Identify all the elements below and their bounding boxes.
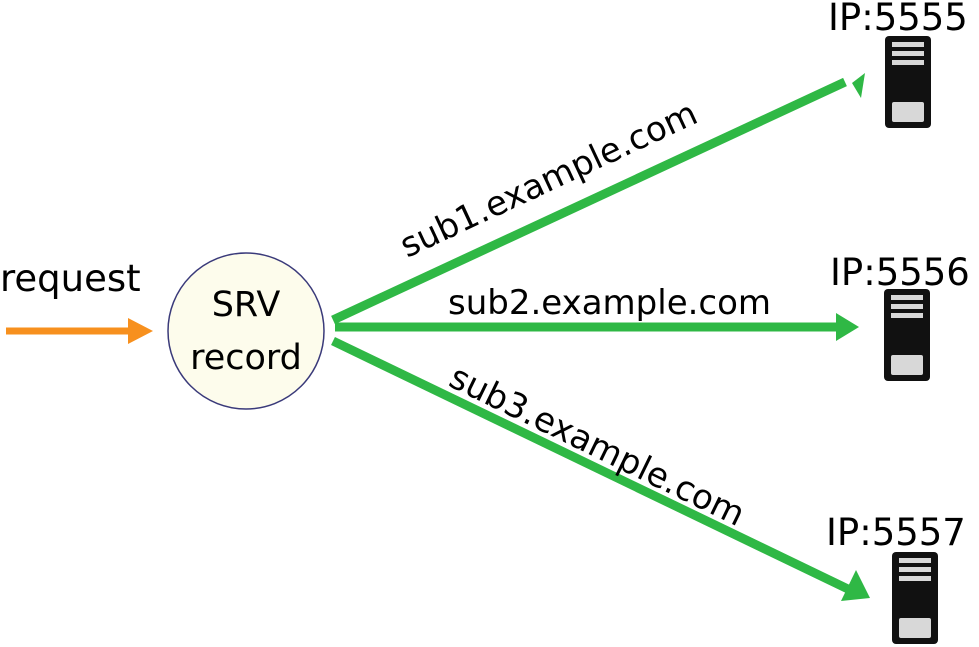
target-label-2: IP:5556 [830,251,970,294]
target-label-3: IP:5557 [826,511,966,554]
server-tower-icon [885,36,931,128]
route-label-1: sub1.example.com [394,93,704,266]
route-arrow-3 [331,336,870,601]
request-label: request [0,257,141,300]
target-label-1: IP:5555 [828,0,968,39]
server-tower-icon [892,552,938,644]
route-label-2: sub2.example.com [448,283,771,323]
srv-record-node: SRV record [167,252,325,410]
route-arrow-2 [335,313,859,341]
route-arrow-1 [331,73,865,325]
server-tower-icon [884,289,930,381]
srv-record-label-line2: record [190,338,302,378]
srv-record-label-line1: SRV [212,285,281,325]
route-label-3: sub3.example.com [443,357,751,535]
request-arrow [6,318,153,344]
